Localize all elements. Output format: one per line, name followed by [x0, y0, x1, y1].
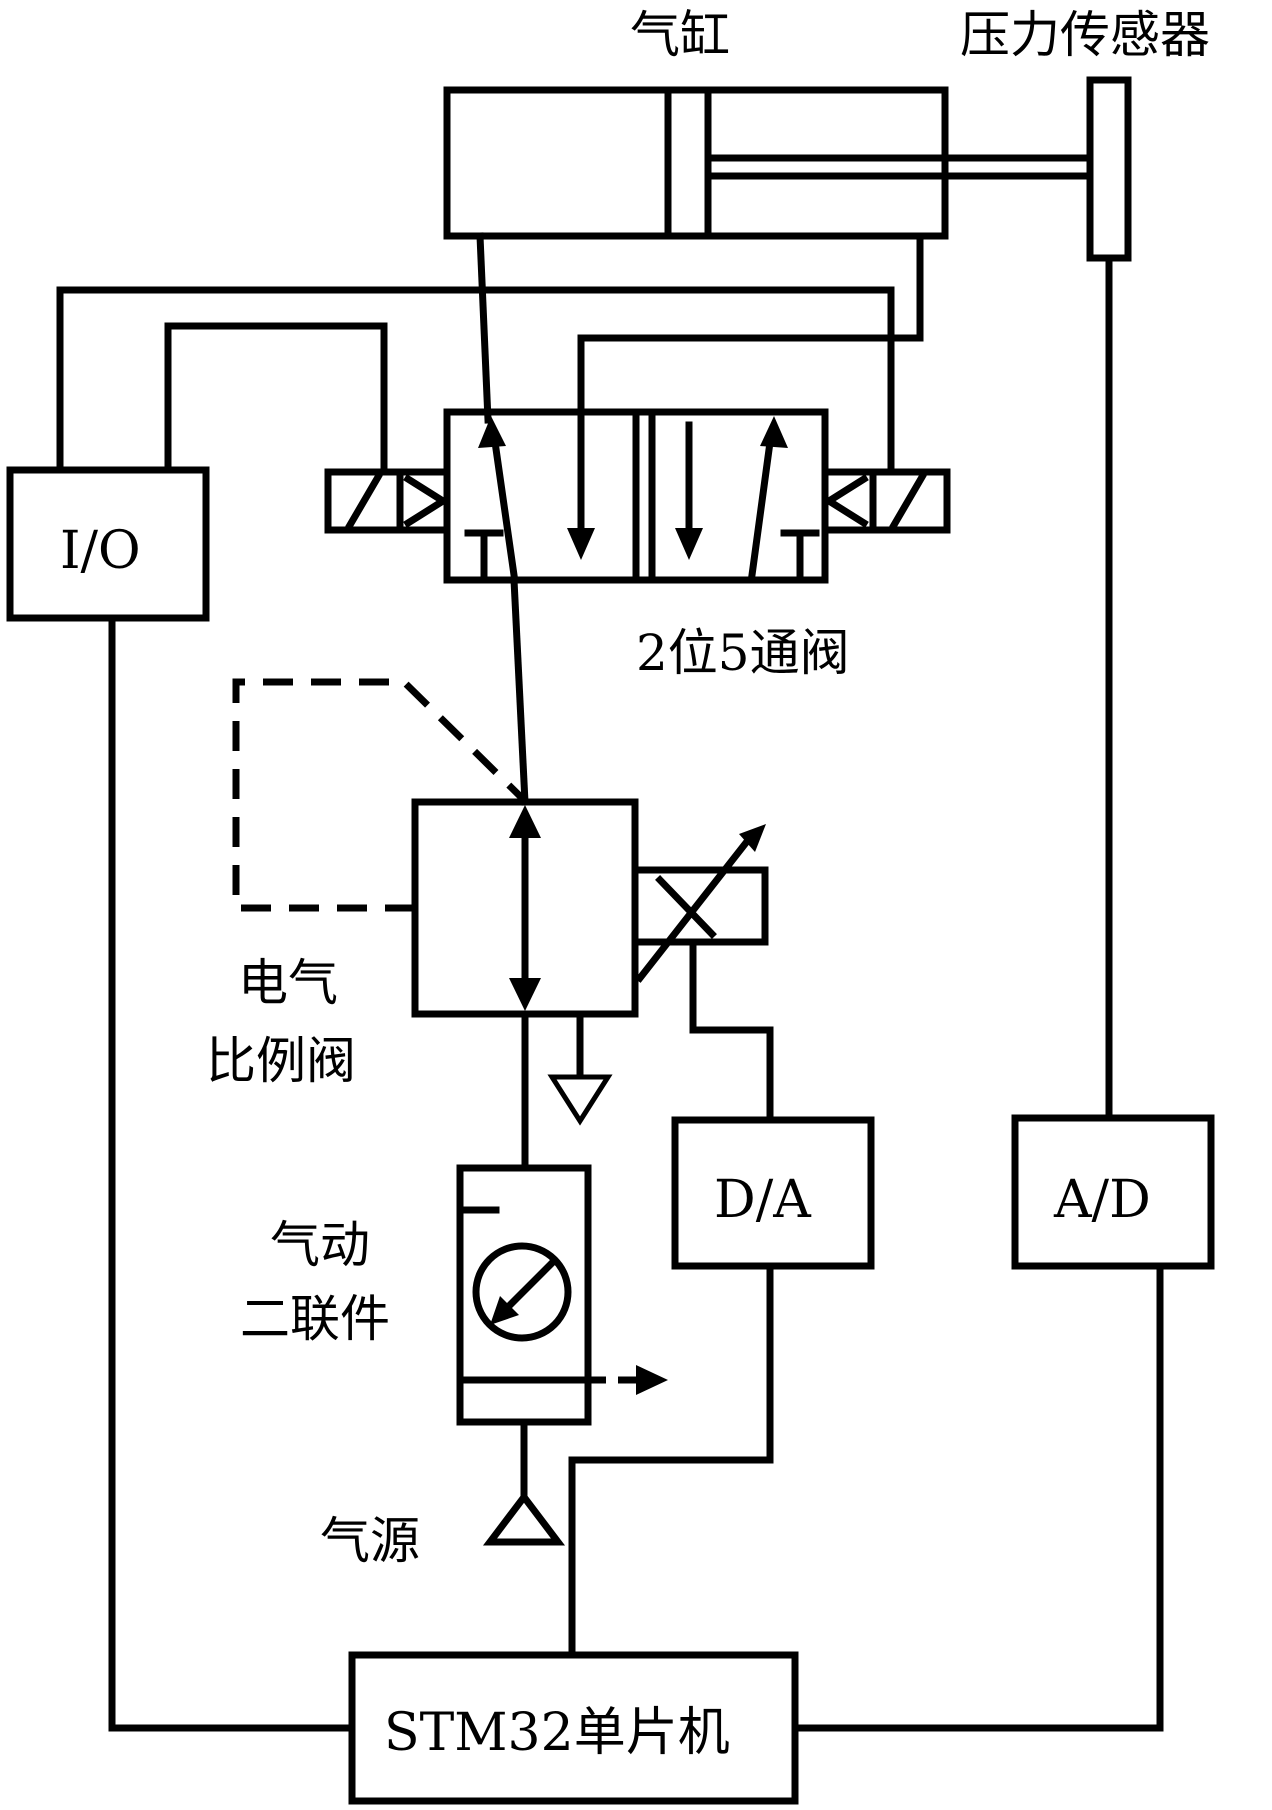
- valve-arrow-up-left: [478, 416, 506, 448]
- da-label: D/A: [714, 1170, 812, 1230]
- exhaust-arrow-icon: [636, 1365, 668, 1395]
- io-module: [6, 466, 210, 622]
- valve-2-5: [324, 336, 951, 584]
- prop-valve-arrow-up: [509, 805, 541, 838]
- connection-lines: [56, 232, 1164, 1732]
- air-source-label: 气源: [320, 1512, 420, 1570]
- exhaust-icon: [547, 1074, 613, 1126]
- ad-converter: [1011, 1114, 1215, 1270]
- valve-arrow-down-left: [567, 528, 595, 560]
- pilot-feedback-line: [232, 678, 527, 912]
- valve-arrow-down-right: [675, 528, 703, 560]
- air-service-unit: [456, 1164, 668, 1426]
- prop-valve-arrow-down: [509, 978, 541, 1011]
- mcu-label: STM32单片机: [384, 1703, 730, 1763]
- frl-label-line1: 气动: [270, 1216, 370, 1274]
- ad-label: A/D: [1053, 1170, 1151, 1230]
- prop-valve-label-line2: 比例阀: [206, 1032, 356, 1090]
- air-source-icon: [482, 1491, 566, 1546]
- valve-2-5-label: 2位5通阀: [636, 624, 850, 682]
- io-label: I/O: [60, 521, 141, 581]
- pressure-sensor-label: 压力传感器: [960, 6, 1210, 64]
- da-converter: [671, 1116, 875, 1270]
- adjustable-arrow-icon: [739, 824, 766, 852]
- prop-valve-label-line1: 电气: [238, 954, 338, 1012]
- valve-left-solenoid: [324, 468, 451, 534]
- valve-arrow-up-right: [760, 416, 788, 448]
- cylinder-label: 气缸: [630, 6, 730, 64]
- frl-label-line2: 二联件: [240, 1290, 390, 1348]
- pressure-sensor: [1086, 76, 1132, 262]
- valve-right-solenoid: [821, 468, 951, 534]
- cylinder: [443, 86, 1094, 240]
- pressure-gauge-icon: [472, 1242, 572, 1342]
- proportional-valve: [411, 798, 769, 1126]
